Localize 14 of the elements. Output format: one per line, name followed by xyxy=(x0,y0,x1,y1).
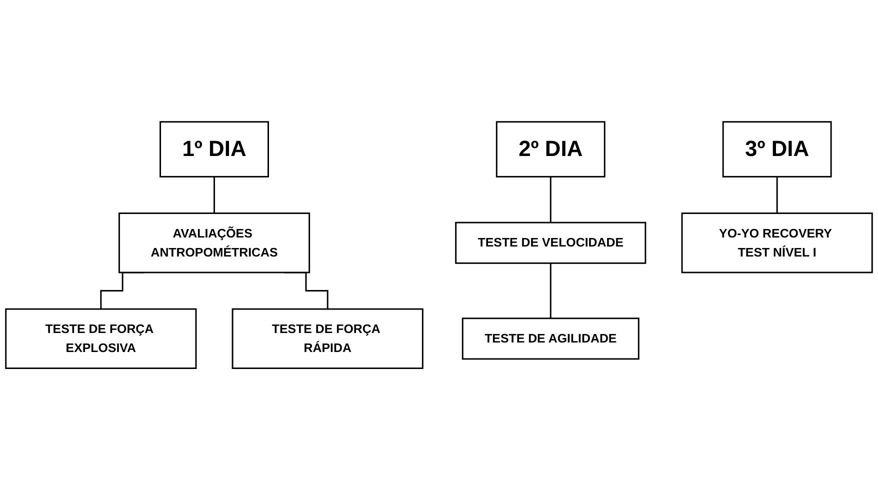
node-box xyxy=(681,212,873,274)
connector xyxy=(776,176,778,214)
connector xyxy=(214,176,215,214)
diagram-drawing: 1º DIA AVALIAÇÕES ANTROPOMÉTRICAS TESTE DE FORÇA EXPLOSIVA TESTE DE FORÇA RÁPIDA 2º DIA TESTE DE VELOCIDADE TESTE DE AGILIDADE 3º DIA YO-YO RECOVERY TEST NÍVEL I xyxy=(0,116,878,375)
node-box xyxy=(462,318,640,360)
node-box xyxy=(118,212,310,274)
connector xyxy=(550,262,552,320)
node-box xyxy=(5,308,197,370)
connector xyxy=(550,176,552,224)
node-box xyxy=(232,308,424,370)
node-box xyxy=(455,222,646,264)
node-box xyxy=(496,122,606,178)
node-box xyxy=(160,122,269,178)
node-box xyxy=(722,122,832,178)
